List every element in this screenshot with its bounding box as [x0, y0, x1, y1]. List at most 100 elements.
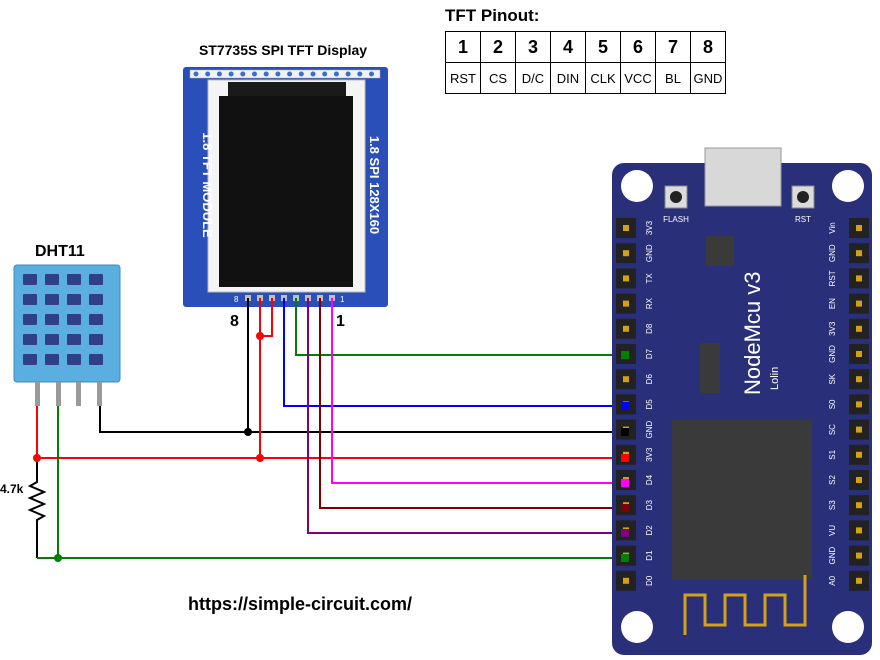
- pin-label-left: D2: [645, 525, 654, 536]
- pin-label-left: GND: [645, 244, 654, 262]
- header-hole: [369, 71, 374, 77]
- header-pin: [856, 426, 862, 433]
- header-pin: [623, 275, 629, 282]
- board-vendor: Lolin: [769, 367, 781, 390]
- source-url: https://simple-circuit.com/: [188, 594, 413, 614]
- endpoint-gnd: [621, 428, 629, 436]
- dht-vent: [45, 274, 59, 285]
- flash-label: FLASH: [663, 215, 689, 224]
- pin-label-right: VU: [828, 525, 837, 536]
- pin-label: DIN: [550, 62, 586, 94]
- pin-label-left: D1: [645, 550, 654, 561]
- pin-label-right: SC: [828, 424, 837, 435]
- dht-leg-3: [76, 382, 81, 406]
- wire-tft-clk: [283, 298, 625, 407]
- wire-dht-gnd: [99, 406, 625, 433]
- resistor-symbol: [27, 458, 47, 558]
- header-pin: [856, 250, 862, 257]
- junction-dots: [33, 332, 264, 562]
- header-hole: [345, 71, 351, 77]
- header-hole: [333, 71, 339, 77]
- header-pin: [856, 577, 862, 584]
- pin-label-left: D6: [645, 374, 654, 385]
- pin-label-right: RST: [828, 270, 837, 286]
- dht11-sensor: [13, 264, 121, 406]
- header-pin: [856, 225, 862, 231]
- endpoint-d4: [621, 479, 629, 487]
- dht-vent: [67, 274, 81, 285]
- pin-label-left: 3V3: [645, 447, 654, 462]
- tft-pin1-label: 1: [336, 313, 345, 330]
- endpoint-d3: [621, 504, 629, 512]
- junction-bl: [256, 332, 264, 340]
- mount-hole-tr: [832, 170, 864, 202]
- pin-label-right: EN: [828, 298, 837, 309]
- header-pin: [856, 502, 862, 509]
- pin-label-right: SK: [828, 373, 837, 384]
- header-hole: [263, 71, 269, 77]
- dht-vent: [67, 354, 81, 365]
- junction-vcc-tft: [256, 454, 264, 462]
- pin-label-left: TX: [645, 273, 654, 284]
- dht-vent: [45, 294, 59, 305]
- usb-connector: [704, 147, 782, 207]
- wires: [36, 298, 625, 559]
- pin-label-left: GND: [645, 420, 654, 438]
- pin-label: D/C: [515, 62, 551, 94]
- dht-vent: [89, 354, 103, 365]
- dht-vent: [45, 354, 59, 365]
- header-pin: [856, 552, 862, 559]
- dht-vent: [67, 334, 81, 345]
- header-hole: [287, 71, 293, 77]
- dht-vent: [67, 314, 81, 325]
- endpoint-d1: [621, 554, 629, 562]
- pin-label-right: 3V3: [828, 321, 837, 336]
- tft-pin-mark-8: 8: [234, 295, 239, 304]
- dht-leg-4: [97, 382, 102, 406]
- dht-vent: [89, 334, 103, 345]
- pin-label-right: S1: [828, 449, 837, 459]
- pin-number: 1: [445, 31, 481, 63]
- header-pin: [856, 477, 862, 483]
- resistor-label: 4.7k: [0, 482, 24, 496]
- pin-label: RST: [445, 62, 481, 94]
- pin-number: 6: [620, 31, 656, 63]
- tft-bottom-header: [238, 294, 338, 304]
- header-hole: [322, 71, 328, 77]
- dht-vent: [23, 274, 37, 285]
- header-hole: [252, 71, 257, 77]
- header-pin: [623, 577, 629, 584]
- endpoint-d5: [621, 402, 629, 410]
- junction-gnd: [244, 428, 252, 436]
- pin-label-left: D7: [645, 348, 654, 359]
- pin-label-right: Vin: [828, 222, 837, 233]
- header-hole: [357, 71, 363, 77]
- pin-number: 7: [655, 31, 691, 63]
- tft-pinout: TFT Pinout: 1 2 3 4 5 6 7 8 RST CS D/C D…: [445, 6, 726, 94]
- header-pin: [856, 451, 862, 458]
- pinout-title: TFT Pinout:: [445, 6, 540, 25]
- wire-tft-cs: [319, 298, 625, 509]
- pin-number: 4: [550, 31, 586, 63]
- nodemcu-board: FLASH RST NodeMcu v3 Lolin 3V3GNDTXRXD8D…: [612, 147, 872, 655]
- header-hole: [228, 71, 234, 77]
- mount-hole-bl: [621, 611, 653, 643]
- dht-vent: [89, 294, 103, 305]
- board-name: NodeMcu v3: [740, 271, 765, 395]
- tft-top-header: [189, 69, 381, 79]
- header-pin: [856, 351, 862, 357]
- dht-vent: [23, 294, 37, 305]
- pin-label-right: S0: [828, 399, 837, 409]
- pin-number: 8: [690, 31, 726, 63]
- dht-leg-1: [35, 382, 40, 406]
- pin-label: BL: [655, 62, 691, 94]
- pin-label: GND: [690, 62, 726, 94]
- pin-endpoints: [621, 351, 629, 562]
- dht-leg-2: [56, 382, 61, 406]
- header-hole: [216, 71, 222, 77]
- header-pin: [856, 527, 862, 534]
- pinout-label-row: RST CS D/C DIN CLK VCC BL GND: [445, 62, 726, 94]
- header-pin: [623, 376, 629, 383]
